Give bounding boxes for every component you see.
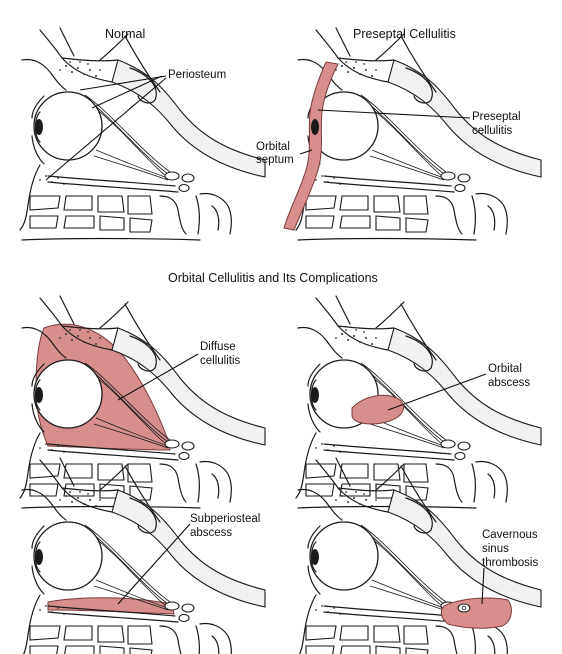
label-orbital-abscess-1: Orbital bbox=[488, 363, 522, 375]
label-diffuse-1: Diffuse bbox=[200, 341, 236, 353]
label-diffuse-2: cellulitis bbox=[200, 355, 241, 367]
subperiosteal-abscess-mass bbox=[47, 597, 175, 615]
panel-title-normal: Normal bbox=[105, 27, 145, 41]
label-subperiosteal-2: abscess bbox=[190, 527, 232, 539]
label-orbital-abscess-2: abscess bbox=[488, 377, 530, 389]
panel-cavernous-sinus-thrombosis bbox=[295, 457, 542, 654]
panel-diffuse-cellulitis bbox=[19, 295, 266, 509]
label-orbital-septum-2: septum bbox=[256, 154, 294, 166]
label-periosteum: Periosteum bbox=[168, 69, 226, 81]
label-preseptal-1: Preseptal bbox=[472, 111, 521, 123]
section-title: Orbital Cellulitis and Its Complications bbox=[168, 271, 378, 285]
panel-orbital-abscess bbox=[295, 295, 542, 509]
cavernous-sinus-thrombus bbox=[440, 597, 512, 629]
preseptal-inflammation bbox=[283, 61, 339, 231]
label-cavernous-2: sinus bbox=[482, 543, 509, 555]
label-cavernous-1: Cavernous bbox=[482, 529, 538, 541]
label-subperiosteal-1: Subperiosteal bbox=[190, 513, 260, 525]
label-preseptal-2: cellulitis bbox=[472, 125, 513, 137]
label-orbital-septum-1: Orbital bbox=[256, 141, 290, 153]
panel-preseptal bbox=[283, 27, 542, 241]
label-cavernous-3: thrombosis bbox=[482, 557, 538, 569]
panel-subperiosteal-abscess bbox=[19, 457, 266, 654]
panel-normal bbox=[19, 27, 266, 241]
orbital-abscess-mass bbox=[351, 394, 404, 425]
